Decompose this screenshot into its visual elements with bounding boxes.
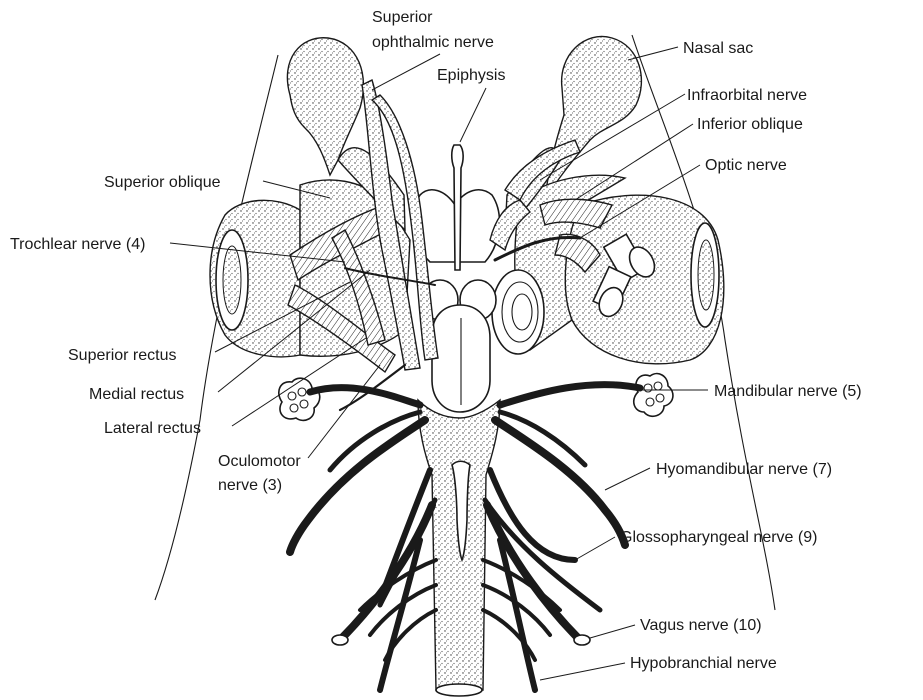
label-oculomotor-nerve-line1: Oculomotor xyxy=(218,453,301,470)
label-hyomandibular-nerve: Hyomandibular nerve (7) xyxy=(605,461,832,490)
label-superior-oblique-text: Superior oblique xyxy=(104,174,221,191)
label-hyomandibular-nerve-text: Hyomandibular nerve (7) xyxy=(656,461,832,478)
right-optic-section xyxy=(492,270,544,354)
label-epiphysis-text: Epiphysis xyxy=(437,67,505,84)
label-glossopharyngeal-nerve-text: Glossopharyngeal nerve (9) xyxy=(620,529,817,546)
label-nasal-sac: Nasal sac xyxy=(628,40,753,60)
label-nasal-sac-text: Nasal sac xyxy=(683,40,753,57)
label-hypobranchial-nerve: Hypobranchial nerve xyxy=(540,655,777,680)
label-medial-rectus-text: Medial rectus xyxy=(89,386,184,403)
label-optic-nerve-text: Optic nerve xyxy=(705,157,787,174)
label-trochlear-nerve-text: Trochlear nerve (4) xyxy=(10,236,145,253)
label-lateral-rectus-text: Lateral rectus xyxy=(104,420,201,437)
label-superior-ophthalmic-nerve-line1: Superior xyxy=(372,9,433,26)
label-epiphysis: Epiphysis xyxy=(437,67,505,142)
cerebellum xyxy=(432,305,490,412)
label-mandibular-nerve-text: Mandibular nerve (5) xyxy=(714,383,862,400)
label-glossopharyngeal-nerve: Glossopharyngeal nerve (9) xyxy=(575,529,817,560)
label-superior-rectus-text: Superior rectus xyxy=(68,347,177,364)
label-superior-ophthalmic-nerve-line2: ophthalmic nerve xyxy=(372,34,494,51)
label-vagus-nerve: Vagus nerve (10) xyxy=(590,617,762,638)
label-infraorbital-nerve-text: Infraorbital nerve xyxy=(687,87,807,104)
label-vagus-nerve-text: Vagus nerve (10) xyxy=(640,617,762,634)
label-hypobranchial-nerve-text: Hypobranchial nerve xyxy=(630,655,777,672)
left-eyeball xyxy=(210,200,300,356)
label-superior-oblique: Superior oblique xyxy=(104,174,330,198)
left-ganglion xyxy=(279,378,320,420)
label-inferior-oblique-text: Inferior oblique xyxy=(697,116,803,133)
label-oculomotor-nerve-line2: nerve (3) xyxy=(218,477,282,494)
medulla-and-spinal-cord xyxy=(418,400,500,696)
right-ganglion xyxy=(634,374,673,417)
